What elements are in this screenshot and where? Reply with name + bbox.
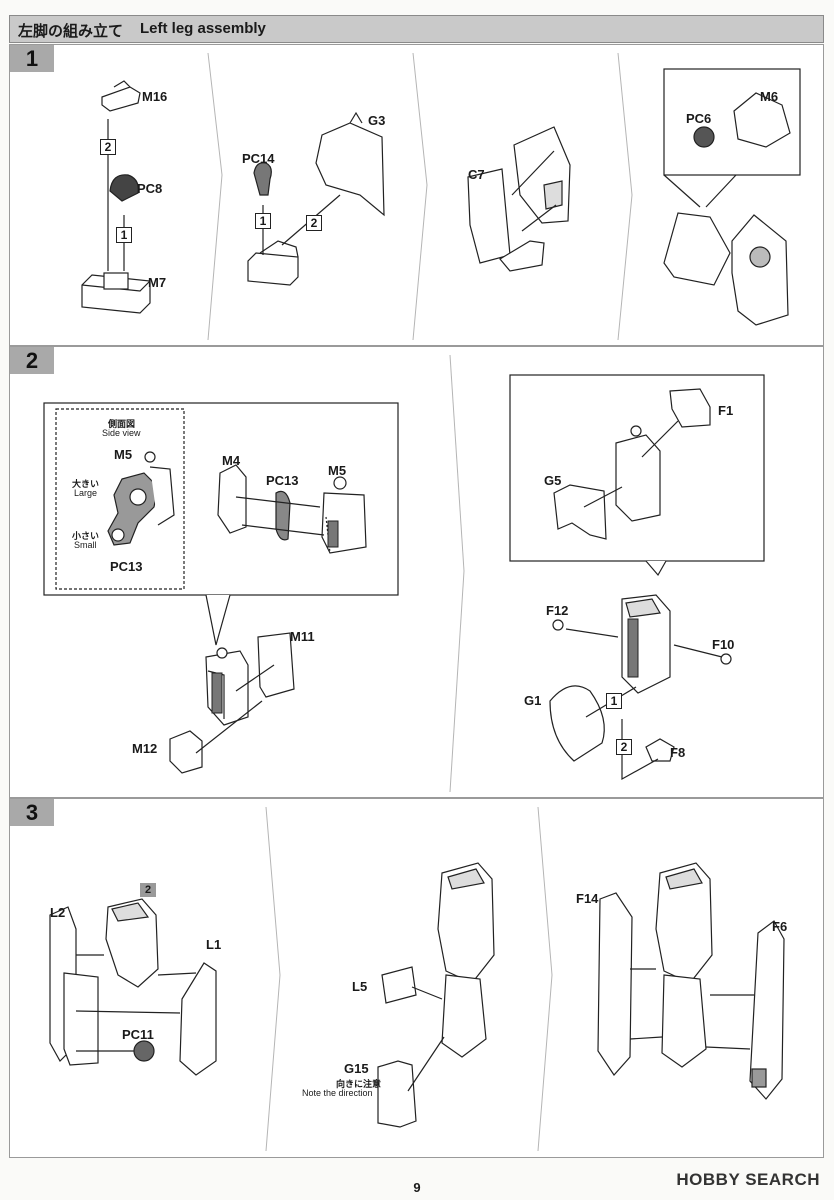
label-f8: F8 xyxy=(670,745,686,760)
label-side-view-jp: 側面図 xyxy=(108,419,136,429)
step-1-diagram xyxy=(81,52,801,341)
label-side-view-en: Side view xyxy=(102,428,141,438)
header-title-jp: 左脚の組み立て xyxy=(18,23,124,40)
label-pc14: PC14 xyxy=(242,151,275,166)
label-g1: G1 xyxy=(524,693,542,708)
step-3-diagram xyxy=(49,806,785,1152)
label-m6: M6 xyxy=(760,89,779,104)
label-pc13: PC13 xyxy=(266,473,299,488)
step-2-diagram xyxy=(43,354,765,793)
order-badge: 2 xyxy=(306,215,322,231)
label-small-jp: 小さい xyxy=(72,531,100,541)
reference-step-badge: 2 xyxy=(140,883,156,897)
label-pc6: PC6 xyxy=(686,111,712,126)
label-f14: F14 xyxy=(576,891,599,906)
order-badge: 1 xyxy=(606,693,622,709)
label-m5: M5 xyxy=(328,463,347,478)
label-direction-jp: 向きに注意 xyxy=(336,1079,382,1089)
label-g5: G5 xyxy=(544,473,562,488)
step-2-panel: 2 xyxy=(9,346,824,798)
step-1-number: 1 xyxy=(10,45,54,72)
label-large-jp: 大きい xyxy=(72,479,100,489)
order-badge: 2 xyxy=(616,739,632,755)
header-title-en: Left leg assembly xyxy=(140,20,266,37)
order-badge: 2 xyxy=(100,139,116,155)
label-m12: M12 xyxy=(132,741,158,756)
label-f12: F12 xyxy=(546,603,569,618)
step-3-number: 3 xyxy=(10,799,54,826)
label-pc13-side: PC13 xyxy=(110,559,143,574)
label-m16: M16 xyxy=(142,89,168,104)
label-pc8: PC8 xyxy=(137,181,163,196)
label-f6: F6 xyxy=(772,919,788,934)
label-m4: M4 xyxy=(222,453,241,468)
section-header: 左脚の組み立て Left leg assembly xyxy=(9,15,824,43)
step-1-panel: 1 xyxy=(9,44,824,346)
label-large-en: Large xyxy=(74,488,98,498)
label-m11: M11 xyxy=(290,629,315,644)
label-l5: L5 xyxy=(352,979,368,994)
label-f1: F1 xyxy=(718,403,734,418)
label-m7: M7 xyxy=(148,275,167,290)
label-g3: G3 xyxy=(368,113,386,128)
label-m5-side: M5 xyxy=(114,447,133,462)
label-c7: C7 xyxy=(468,167,485,182)
page-number: 9 xyxy=(413,1180,421,1195)
watermark-logo: HOBBY SEARCH xyxy=(676,1170,820,1189)
step-3-panel: 3 xyxy=(9,798,824,1158)
order-badge: 1 xyxy=(255,213,271,229)
step-2-number: 2 xyxy=(10,347,54,374)
label-direction-en: Note the direction xyxy=(302,1088,373,1098)
label-l1: L1 xyxy=(206,937,222,952)
label-small-en: Small xyxy=(74,540,97,550)
label-pc11: PC11 xyxy=(122,1027,154,1042)
order-badge: 1 xyxy=(116,227,132,243)
label-f10: F10 xyxy=(712,637,735,652)
label-g15: G15 xyxy=(344,1061,369,1076)
label-l2: L2 xyxy=(50,905,66,920)
